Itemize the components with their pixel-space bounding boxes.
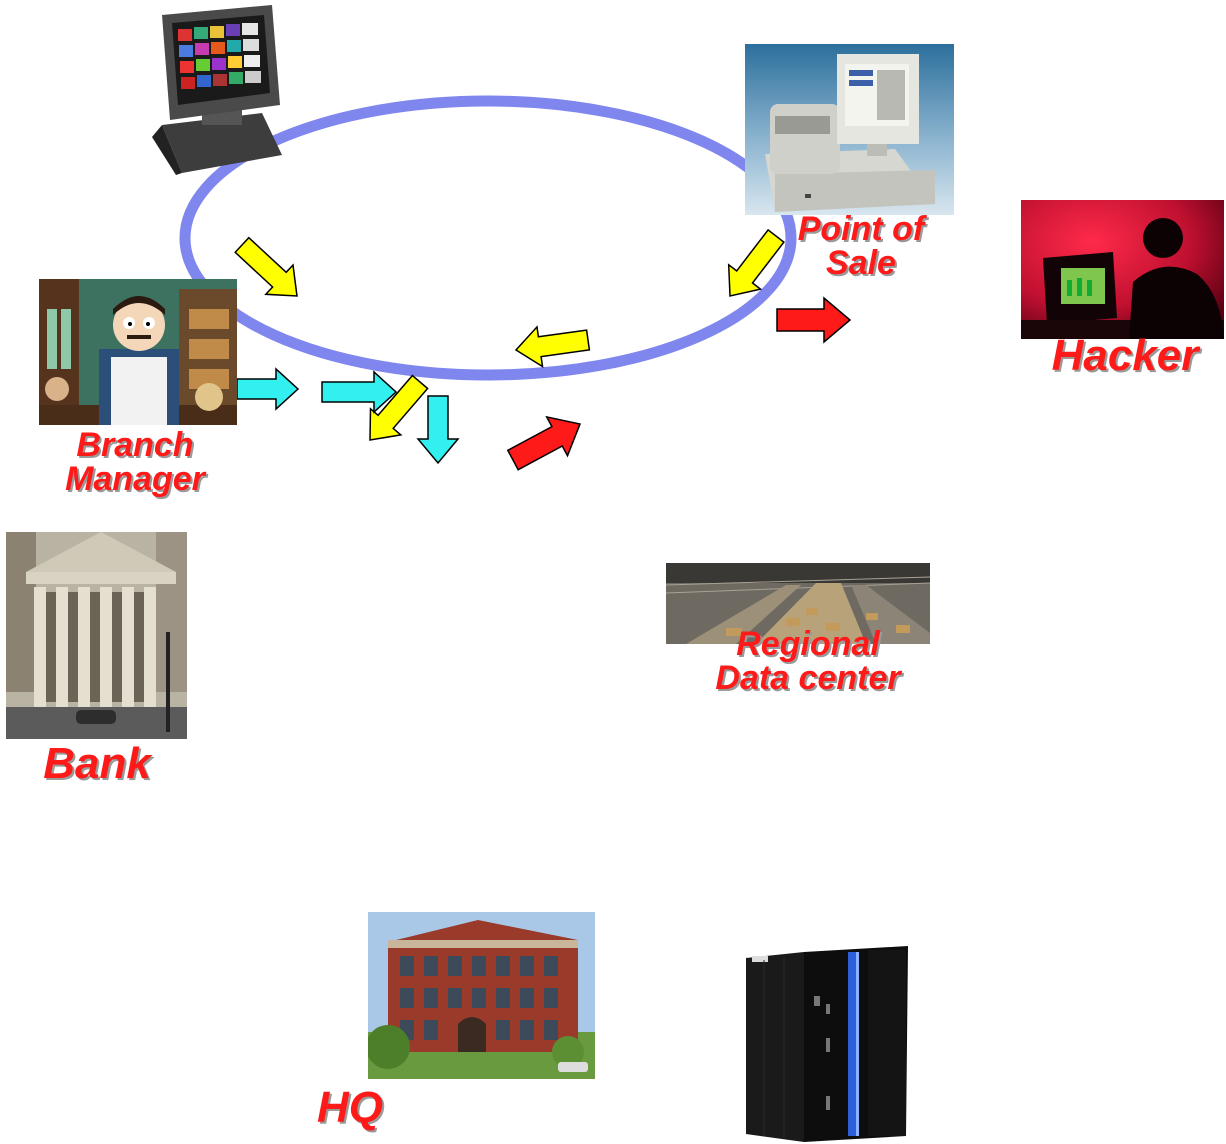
yellow-arrow-down [369,374,429,441]
bank-label: Bank [43,739,151,788]
hq-building-icon [368,912,595,1079]
point-of-sale-label: Point of Sale [776,212,946,280]
bank-building-icon [6,532,187,739]
regional-data-center-label-line1: Regional [736,625,880,663]
yellow-arrow-return [514,325,591,368]
red-arrow-up [506,415,582,471]
hq-label: HQ [317,1083,383,1132]
cyan-arrow-manager-out [236,367,300,411]
branch-manager-label-line2: Manager [65,460,205,498]
regional-data-center-label: Regional Data center [688,627,928,695]
pos-terminal-touchscreen-icon [142,5,288,175]
point-of-sale-label-line2: Sale [826,244,896,282]
branch-manager-label-line1: Branch [76,426,194,464]
pos-register-icon [745,44,954,215]
yellow-arrow-left-inbound [234,236,298,297]
point-of-sale-label-line1: Point of [797,210,925,248]
network-ring [179,95,797,381]
red-arrow-pos-to-hacker [776,296,852,344]
yellow-arrow-pos-inbound [727,228,785,297]
cyan-arrow-down [416,395,460,465]
branch-manager-label: Branch Manager [40,428,230,496]
data-center-warehouse-icon [666,563,930,644]
hacker-label: Hacker [1051,331,1199,380]
hacker-silhouette-icon [1021,200,1224,339]
mainframe-server-icon [744,946,908,1144]
branch-manager-cartoon-icon [39,279,237,425]
cyan-arrow-middle [321,370,398,414]
regional-data-center-label-line2: Data center [715,659,901,697]
